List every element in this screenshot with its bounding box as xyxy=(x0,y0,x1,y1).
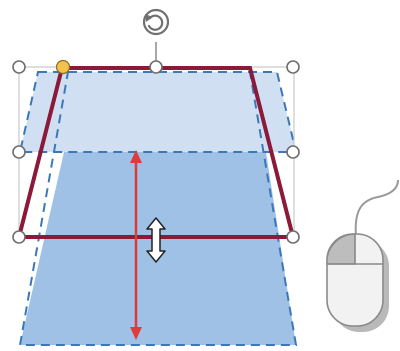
resize-handles xyxy=(12,60,300,244)
resize-vertical-cursor-icon xyxy=(146,217,166,263)
resize-handle-top-right[interactable] xyxy=(286,60,300,74)
rotate-cw-icon[interactable] xyxy=(142,8,170,36)
resize-handle-middle-right[interactable] xyxy=(286,145,300,159)
rotate-handle[interactable] xyxy=(142,8,170,67)
resize-handle-bottom-left[interactable] xyxy=(12,230,26,244)
resize-handle-top-center[interactable] xyxy=(149,60,163,74)
ghost-trapezoid-top-region xyxy=(20,72,296,152)
ghost-trapezoid-preview xyxy=(18,71,298,346)
ghost-stretched-outline xyxy=(18,71,298,346)
resize-handle-top-left[interactable] xyxy=(12,60,26,74)
resize-handle-bottom-right[interactable] xyxy=(286,230,300,244)
mouse-left-click-icon xyxy=(326,179,399,332)
resize-direction-arrow xyxy=(130,150,142,340)
resize-handle-middle-left[interactable] xyxy=(12,145,26,159)
shape-adjustment-handle[interactable] xyxy=(55,59,71,75)
